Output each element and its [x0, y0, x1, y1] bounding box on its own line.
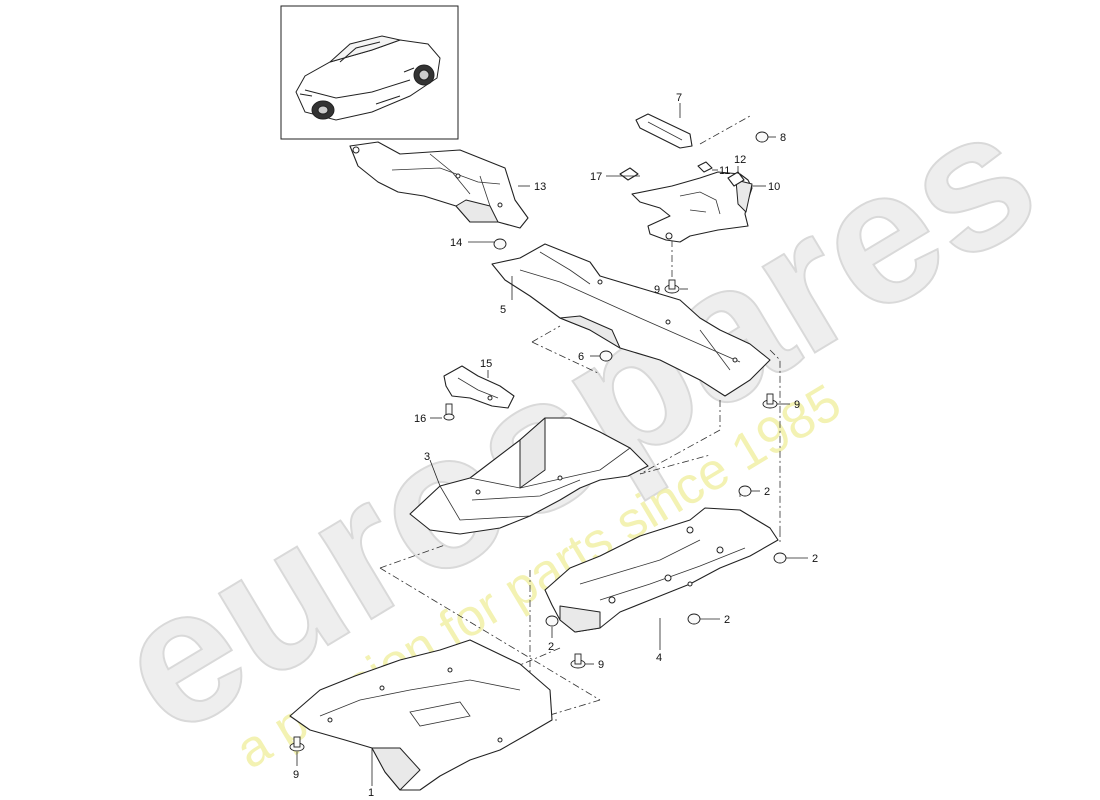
part-4-underbody-panel	[544, 507, 779, 633]
bolt-icon	[443, 403, 455, 421]
callout-3: 3	[424, 451, 430, 463]
part-12-clip	[727, 171, 745, 187]
callout-5: 5	[500, 304, 506, 316]
part-11-clip	[697, 161, 713, 173]
part-13-bracket	[349, 141, 529, 229]
callout-8: 8	[780, 132, 786, 144]
callout-14: 14	[450, 237, 462, 249]
part-7-plate	[635, 113, 693, 149]
nut-icon	[599, 350, 613, 362]
callout-7: 7	[676, 92, 682, 104]
leader-lines	[296, 103, 808, 786]
callout-17: 17	[590, 171, 602, 183]
bolt-icon	[664, 279, 680, 294]
nut-icon	[493, 238, 507, 250]
callout-2-c: 2	[724, 614, 730, 626]
nut-icon	[773, 552, 787, 564]
bolt-icon	[289, 736, 305, 752]
car-icon	[295, 35, 441, 121]
callout-9-a: 9	[654, 284, 660, 296]
callout-9-c: 9	[598, 659, 604, 671]
callout-9-d: 9	[293, 769, 299, 781]
callout-11: 11	[719, 165, 730, 177]
callout-2-b: 2	[812, 553, 818, 565]
part-5-crossmember-cover	[491, 243, 771, 397]
nut-icon	[545, 615, 559, 627]
callout-12: 12	[734, 154, 746, 166]
nut-icon	[738, 485, 752, 497]
bolt-icon	[570, 653, 586, 669]
callout-16: 16	[414, 413, 426, 425]
callout-15: 15	[480, 358, 492, 370]
part-1-front-panel	[289, 639, 553, 791]
part-17-clip	[619, 167, 639, 181]
callouts: 7 8 17 11 12 10 13 14 5 9 6 9 15 16 3 2 …	[293, 92, 818, 799]
nut-icon	[687, 613, 701, 625]
callout-9-b: 9	[794, 399, 800, 411]
bolt-icon	[762, 393, 778, 409]
callout-4: 4	[656, 652, 662, 664]
nut-icon	[755, 131, 769, 143]
part-15-bracket	[443, 365, 515, 409]
callout-2-a: 2	[764, 486, 770, 498]
callout-2-d: 2	[548, 641, 554, 653]
car-thumbnail	[280, 5, 459, 140]
part-10-bracket	[631, 171, 753, 243]
callout-1: 1	[368, 787, 374, 799]
callout-10: 10	[768, 181, 780, 193]
callout-6: 6	[578, 351, 584, 363]
part-3-tunnel-cover	[409, 417, 649, 535]
callout-13: 13	[534, 181, 546, 193]
